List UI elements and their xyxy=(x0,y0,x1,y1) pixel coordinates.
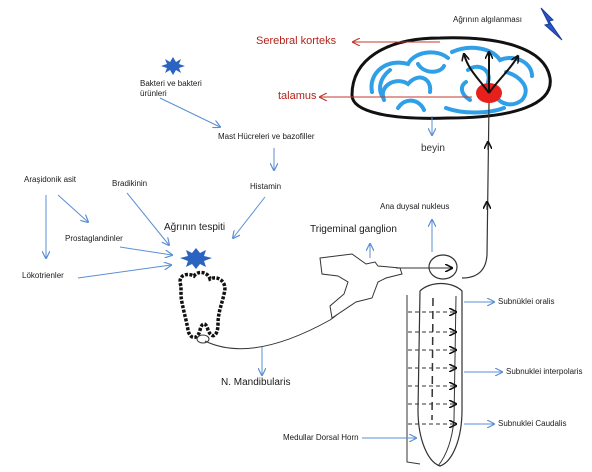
starburst-icon-top xyxy=(161,57,185,75)
label-leukotrienes: Lökotrienler xyxy=(22,272,64,280)
label-trigeminal-ganglion: Trigeminal ganglion xyxy=(310,225,397,235)
trigeminal-ganglion-shape xyxy=(320,254,402,318)
label-main-sensory-nucleus: Ana duysal nukleus xyxy=(380,203,449,211)
label-subnucleus-interpolaris: Subnuklei interpolaris xyxy=(506,368,583,376)
label-histamine: Histamin xyxy=(250,183,281,191)
lightning-icon xyxy=(541,8,562,40)
starburst-icon-tooth xyxy=(180,248,212,269)
label-mast-cells: Mast Hücreleri ve bazofiller xyxy=(218,133,314,141)
label-perception: Ağrının algılanması xyxy=(453,16,522,24)
label-subnucleus-caudalis: Subnuklei Caudalis xyxy=(498,420,567,428)
label-pain-detection: Ağrının tespiti xyxy=(164,223,225,233)
label-subnucleus-oralis: Subnüklei oralis xyxy=(498,298,554,306)
label-medullary-dorsal-horn: Medullar Dorsal Horn xyxy=(283,434,359,442)
tooth-icon xyxy=(180,272,225,337)
label-bacteria: Bakteri ve bakteri ürünleri xyxy=(140,79,208,99)
label-thalamus: talamus xyxy=(278,91,317,102)
label-arachidonic-acid: Araşidonik asit xyxy=(24,176,76,184)
main-sensory-nucleus-shape xyxy=(429,255,457,279)
label-prostaglandins: Prostaglandinler xyxy=(65,235,123,243)
label-bradykinin: Bradikinin xyxy=(112,180,147,188)
label-brain: beyin xyxy=(421,144,445,154)
label-cerebral-cortex: Serebral korteks xyxy=(256,36,336,47)
label-mandibular-nerve: N. Mandibularis xyxy=(221,378,290,388)
brain-illustration xyxy=(352,38,550,119)
